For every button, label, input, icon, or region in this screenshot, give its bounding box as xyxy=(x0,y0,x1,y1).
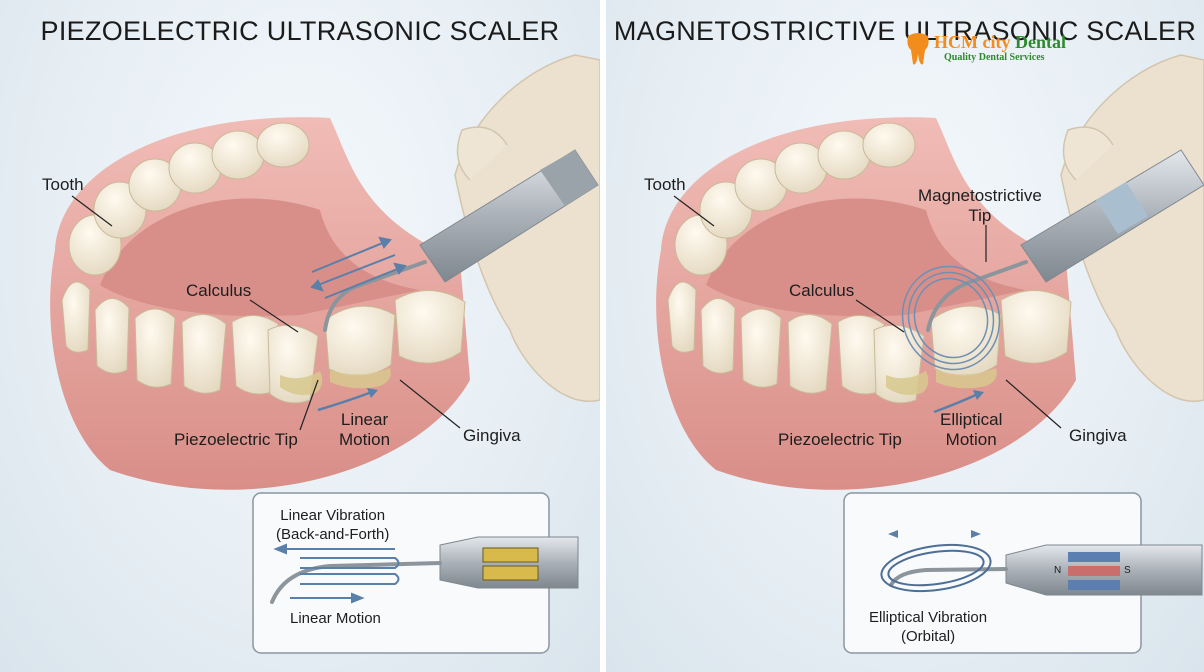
inset-arrows xyxy=(273,543,400,604)
logo-tagline: Quality Dental Services xyxy=(944,52,1045,63)
label-tooth: Tooth xyxy=(42,175,84,194)
vibration-arrows xyxy=(310,236,407,299)
label-elliptical-motion-line1: Elliptical xyxy=(940,410,1003,429)
magnet-pole-s: S xyxy=(1124,565,1131,576)
magnetostrictive-panel: MAGNETOSTRICTIVE ULTRASONIC SCALER Tooth… xyxy=(606,0,1204,672)
piezo-title: PIEZOELECTRIC ULTRASONIC SCALER xyxy=(40,16,560,46)
inset-vibration-line2: (Orbital) xyxy=(900,628,956,645)
elliptical-motion-arrow xyxy=(933,392,979,414)
label-tooth: Tooth xyxy=(644,175,686,194)
calculus-deposits xyxy=(886,368,997,395)
magnet-pole-n: N xyxy=(1054,565,1062,576)
inset-elliptical-vibration-label: Elliptical Vibration (Orbital) xyxy=(869,608,987,646)
inset-tip xyxy=(270,561,442,604)
back-teeth xyxy=(674,122,916,276)
linear-motion-arrow xyxy=(317,390,373,412)
label-calculus: Calculus xyxy=(789,281,855,300)
label-linear-motion-line1: Linear xyxy=(340,410,389,429)
label-piezo-tip: Piezoelectric Tip xyxy=(174,430,298,449)
inner-gum xyxy=(100,198,420,317)
orbital-rings xyxy=(901,265,1001,371)
magneto-illustration xyxy=(656,54,1204,654)
logo-name-part1: HCM city xyxy=(934,32,1011,52)
inset-linear-vibration-label: Linear Vibration (Back-and-Forth) xyxy=(276,506,389,544)
label-linear-motion-line2: Motion xyxy=(339,430,391,449)
label-piezo-tip: Piezoelectric Tip xyxy=(778,430,902,449)
label-magneto-tip-line2: Tip xyxy=(968,206,992,225)
inset-orbit-arrows xyxy=(888,530,981,538)
back-teeth xyxy=(68,122,310,276)
label-magneto-tip: Magnetostrictive Tip xyxy=(918,186,1042,226)
inset-orbit-rings xyxy=(880,543,992,593)
piezo-illustration xyxy=(50,54,600,654)
logo-name: HCM city Dental xyxy=(934,32,1066,53)
label-linear-motion: Linear Motion xyxy=(339,410,390,450)
magneto-title: MAGNETOSTRICTIVE ULTRASONIC SCALER xyxy=(613,16,1197,46)
inset-vibration-line1: Elliptical Vibration xyxy=(869,609,988,626)
inset-vibration-line1: Linear Vibration xyxy=(280,507,386,524)
front-teeth xyxy=(61,281,466,404)
calculus-deposits xyxy=(280,368,391,395)
piezoelectric-panel: PIEZOELECTRIC ULTRASONIC SCALER Tooth Ca… xyxy=(0,0,600,672)
inset-tip xyxy=(889,567,1008,587)
leader-lines xyxy=(71,195,461,431)
clinic-logo: HCM city Dental Quality Dental Services xyxy=(904,30,1084,70)
magneto-tip-shape xyxy=(926,260,1028,332)
leader-lines xyxy=(673,195,1062,429)
label-magneto-tip-line1: Magnetostrictive xyxy=(918,186,1042,205)
logo-name-part2: Dental xyxy=(1014,32,1066,52)
label-elliptical-motion-line2: Motion xyxy=(945,430,997,449)
label-calculus: Calculus xyxy=(186,281,252,300)
inner-gum xyxy=(706,198,1026,317)
tooth-logo-icon xyxy=(907,33,929,65)
inset-vibration-line2: (Back-and-Forth) xyxy=(276,526,390,543)
inset-linear-motion-label: Linear Motion xyxy=(290,610,381,627)
panel-divider xyxy=(600,0,606,672)
label-gingiva: Gingiva xyxy=(463,426,521,445)
label-gingiva: Gingiva xyxy=(1069,426,1127,445)
label-elliptical-motion: Elliptical Motion xyxy=(940,410,1002,450)
